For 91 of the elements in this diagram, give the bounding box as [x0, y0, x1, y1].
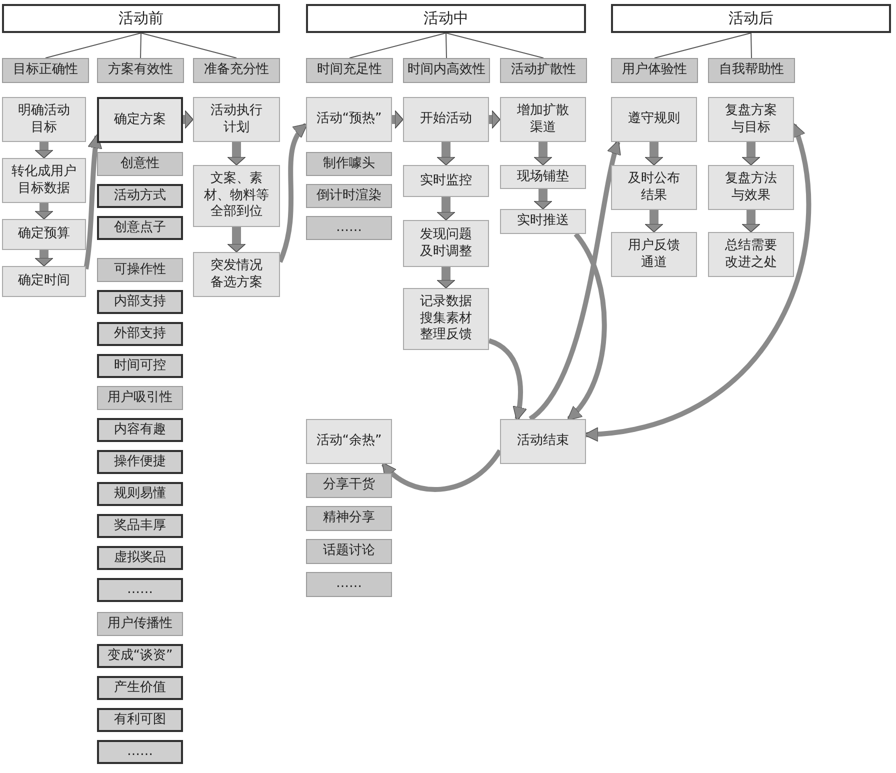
- block-arrow: [227, 142, 246, 166]
- item-box: 操作便捷: [97, 450, 183, 474]
- item-box: 外部支持: [97, 322, 183, 346]
- process-box: 实时推送: [500, 209, 586, 234]
- block-arrow: [742, 142, 760, 166]
- stage-header: 活动后: [611, 4, 891, 33]
- process-box: 转化成用户目标数据: [2, 158, 86, 203]
- process-box: 文案、素材、物料等全部到位: [193, 165, 280, 227]
- item-box: 虚拟奖品: [97, 546, 183, 570]
- curved-arrow: [84, 134, 102, 270]
- block-arrow: [534, 142, 552, 166]
- process-box: 发现问题及时调整: [403, 220, 489, 267]
- process-box: 活动“预热”: [306, 97, 392, 142]
- category-box: 倒计时渲染: [306, 184, 392, 208]
- category-box: 方案有效性: [97, 58, 184, 83]
- curved-arrow: [488, 338, 527, 422]
- block-arrow: [34, 250, 54, 266]
- category-box: 时间充足性: [306, 58, 393, 83]
- process-box: 突发情况备选方案: [193, 252, 280, 297]
- process-box: 记录数据搜集素材整理反馈: [403, 288, 489, 350]
- item-box: 创意点子: [97, 216, 183, 240]
- category-box: ……: [306, 216, 392, 240]
- block-arrow: [227, 227, 246, 252]
- category-box: 制作噱头: [306, 152, 392, 176]
- category-box: 话题讨论: [306, 539, 392, 564]
- process-box: 活动“余热”: [306, 419, 392, 464]
- process-box: 确定预算: [2, 219, 86, 250]
- block-arrow: [34, 142, 54, 158]
- curved-arrow: [528, 140, 622, 421]
- item-box: 产生价值: [97, 676, 183, 700]
- category-box: 分享干货: [306, 473, 392, 498]
- process-box: 确定时间: [2, 266, 86, 297]
- connector-line: [45, 32, 142, 58]
- process-box: 明确活动目标: [2, 97, 86, 142]
- curved-arrow: [567, 232, 607, 421]
- category-box: 时间内高效性: [403, 58, 490, 83]
- block-arrow: [34, 203, 54, 220]
- item-box: ……: [97, 740, 183, 764]
- item-box: ……: [97, 578, 183, 602]
- category-box: 活动扩散性: [500, 58, 587, 83]
- block-arrow: [644, 210, 664, 232]
- connector-line: [446, 32, 447, 58]
- process-box: 复盘方案与目标: [708, 97, 794, 142]
- process-box: 遵守规则: [611, 97, 697, 142]
- process-box: 增加扩散渠道: [500, 97, 586, 142]
- connector-line: [349, 32, 446, 58]
- process-box: 用户反馈通道: [611, 232, 697, 277]
- category-box: ……: [306, 572, 392, 597]
- category-box: 用户传播性: [97, 612, 183, 636]
- connector-line: [654, 32, 752, 58]
- item-box: 有利可图: [97, 708, 183, 732]
- block-arrow: [489, 110, 500, 129]
- item-box: 奖品丰厚: [97, 514, 183, 538]
- block-arrow: [534, 189, 552, 210]
- process-box: 现场铺垫: [500, 165, 586, 189]
- process-box: 确定方案: [97, 97, 183, 143]
- block-arrow: [183, 110, 194, 129]
- block-arrow: [436, 197, 456, 220]
- curved-arrow: [382, 449, 502, 492]
- process-box: 实时监控: [403, 165, 489, 197]
- process-box: 及时公布结果: [611, 165, 697, 210]
- category-box: 可操作性: [97, 258, 183, 282]
- process-box: 复盘方法与效果: [708, 165, 794, 210]
- block-arrow: [644, 142, 664, 166]
- category-box: 创意性: [97, 152, 183, 176]
- category-box: 用户吸引性: [97, 386, 183, 410]
- connector-line: [140, 32, 142, 58]
- process-box: 总结需要改进之处: [708, 232, 794, 277]
- connector-line: [750, 32, 752, 58]
- block-arrow: [392, 110, 404, 129]
- block-arrow: [742, 210, 760, 232]
- category-box: 准备充分性: [193, 58, 280, 83]
- category-box: 用户体验性: [611, 58, 698, 83]
- item-box: 规则易懂: [97, 482, 183, 506]
- item-box: 变成“谈资”: [97, 644, 183, 668]
- item-box: 时间可控: [97, 354, 183, 378]
- connector-line: [446, 32, 544, 58]
- block-arrow: [436, 267, 456, 288]
- process-box: 开始活动: [403, 97, 489, 142]
- category-box: 精神分享: [306, 506, 392, 531]
- item-box: 内部支持: [97, 290, 183, 314]
- category-box: 自我帮助性: [708, 58, 795, 83]
- category-box: 目标正确性: [2, 58, 89, 83]
- process-box: 活动结束: [500, 419, 586, 464]
- connector-line: [140, 32, 237, 58]
- item-box: 内容有趣: [97, 418, 183, 442]
- stage-header: 活动中: [306, 4, 586, 33]
- block-arrow: [436, 142, 456, 166]
- stage-header: 活动前: [2, 4, 280, 33]
- item-box: 活动方式: [97, 184, 183, 208]
- process-box: 活动执行计划: [193, 97, 280, 142]
